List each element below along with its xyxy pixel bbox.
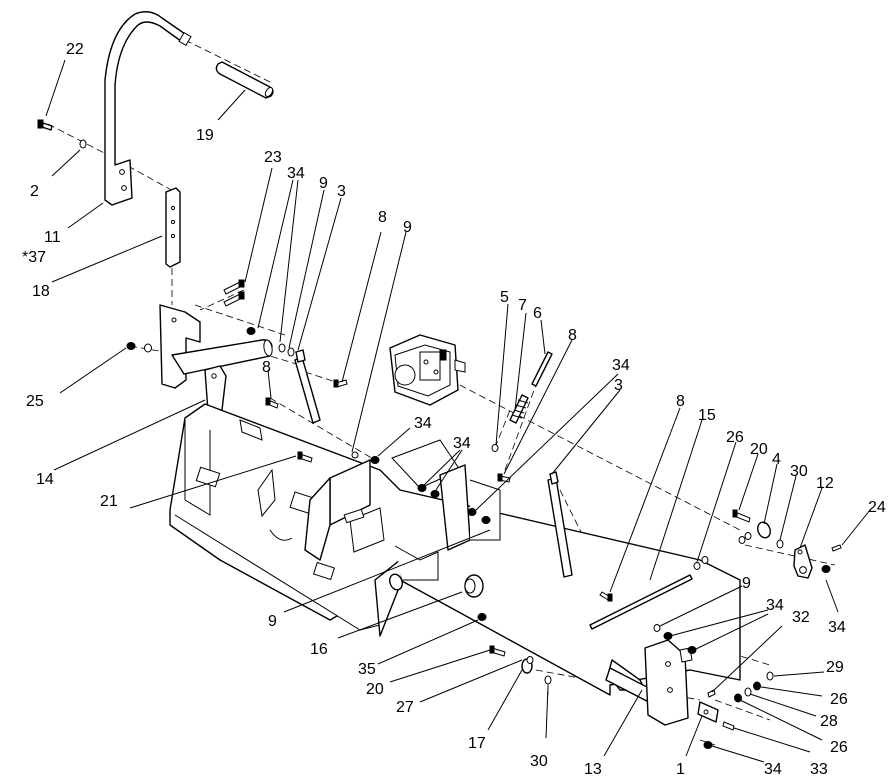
nut-25 [126,342,136,350]
callout-18: 18 [32,283,50,300]
callout-25: 25 [26,393,44,410]
callout-29: 29 [826,659,844,676]
callout-34-right: 34 [828,619,846,636]
callout-33: 33 [810,761,828,778]
grip [215,61,274,99]
callout-17: 17 [468,735,486,752]
callout-34-center: 34 [612,357,630,374]
handle-assembly [104,11,274,206]
washer-2 [79,139,87,149]
callout-labels: 22 19 2 11 *37 18 23 34 9 3 8 9 25 8 14 … [22,41,886,778]
pivot-assembly-14 [159,304,273,413]
nuts-cluster [297,451,511,524]
callout-14: 14 [36,471,54,488]
bracket-18 [165,187,181,268]
callout-9-right: 9 [742,575,751,592]
callout-4: 4 [772,451,781,468]
gas-spring-right [547,471,573,578]
bolt-22 [37,119,53,131]
bushing-16 [464,574,484,598]
callout-19: 19 [196,127,214,144]
callout-20-bottom: 20 [366,681,384,698]
callout-28: 28 [820,713,838,730]
callout-9-top: 9 [319,175,328,192]
callout-2: 2 [30,183,39,200]
callout-34-bottom: 34 [764,761,782,778]
callout-1: 1 [676,761,685,778]
callout-6: 6 [533,305,542,322]
callout-21: 21 [100,493,118,510]
callout-20-top: 20 [750,441,768,458]
callout-24: 24 [868,499,886,516]
washer-30b [544,675,552,685]
callout-3-right: 3 [614,377,623,394]
callout-22: 22 [66,41,84,58]
pivot-13 [605,639,719,726]
callout-12: 12 [816,475,834,492]
callout-13: 13 [584,761,602,778]
callout-27: 27 [396,699,414,716]
nut-35 [477,613,487,621]
callout-8-left: 8 [262,359,271,376]
rod-6 [531,351,553,387]
leader-lines [45,59,871,763]
callout-9-upper: 9 [403,219,412,236]
gas-spring-left [294,349,321,424]
callout-8-right: 8 [676,393,685,410]
callout-30-top: 30 [790,463,808,480]
callout-34-mid: 34 [414,415,432,432]
callout-15: 15 [698,407,716,424]
callout-30-bottom: 30 [530,753,548,770]
callout-34-cluster: 34 [453,435,471,452]
callout-32: 32 [792,609,810,626]
callout-34-lower-right: 34 [766,597,784,614]
pump [389,334,466,406]
nut-34a [246,327,256,335]
spring-7 [509,394,529,424]
callout-23: 23 [264,149,282,166]
callout-8-top: 8 [378,209,387,226]
callout-37: *37 [22,249,46,266]
callout-26-bottom: 26 [830,739,848,756]
callout-26-top: 26 [726,429,744,446]
callout-3-left: 3 [337,183,346,200]
callout-35: 35 [358,661,376,678]
callout-26-mid: 26 [830,691,848,708]
callout-8-center: 8 [568,327,577,344]
bolts-23 [223,279,245,307]
callout-34-top: 34 [287,165,305,182]
callout-9-lower: 9 [268,613,277,630]
arm-12 [693,509,842,579]
rod-15 [589,574,693,630]
callout-16: 16 [310,641,328,658]
callout-7: 7 [518,297,527,314]
callout-5: 5 [500,289,509,306]
callout-11: 11 [44,229,61,246]
